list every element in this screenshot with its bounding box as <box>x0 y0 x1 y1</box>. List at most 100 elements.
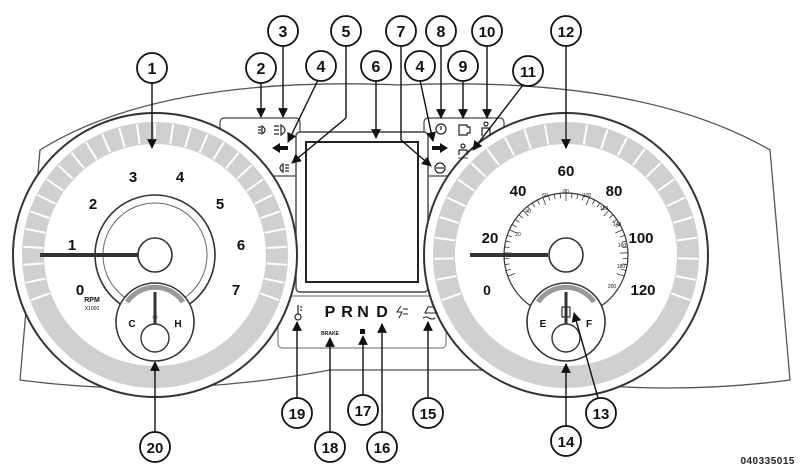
callout-3: 3 <box>267 15 299 47</box>
fuel-gauge-arc <box>535 284 597 304</box>
callout-19: 19 <box>281 397 313 429</box>
callout-leaders <box>147 45 599 432</box>
gear-r: R <box>341 304 353 321</box>
callout-9: 9 <box>447 50 479 82</box>
speed-major-0: 0 <box>483 282 491 298</box>
speed-minor-100: 100 <box>583 193 592 199</box>
tach-unit-label: RPM <box>84 297 100 304</box>
svg-text:20: 20 <box>147 440 164 457</box>
speed-minor-tick-24 <box>585 197 590 206</box>
speed-major-80: 80 <box>606 183 623 200</box>
speed-tick-13 <box>582 124 589 145</box>
svg-text:4: 4 <box>317 59 326 76</box>
svg-text:14: 14 <box>558 434 575 451</box>
speed-minor-tick-30 <box>612 219 618 223</box>
speed-minor-tick-5 <box>504 246 510 248</box>
callout-17: 17 <box>347 394 379 426</box>
callout-6: 6 <box>360 50 392 82</box>
speed-tick-0 <box>441 292 462 302</box>
svg-text:3: 3 <box>279 24 288 41</box>
fuel-gauge-hub <box>551 323 581 353</box>
speed-minor-tick-0 <box>507 273 516 277</box>
tach-label-0: 0 <box>76 282 84 299</box>
speed-minor-60: 60 <box>542 193 548 199</box>
fuel-pump-icon <box>561 306 571 318</box>
tach-tick-0 <box>30 292 51 302</box>
speed-tick-1 <box>436 275 457 281</box>
callout-10: 10 <box>471 15 503 47</box>
speed-tick-17 <box>645 162 662 178</box>
brake-label: BRAKE <box>321 331 339 337</box>
svg-text:4: 4 <box>416 59 425 76</box>
tach-tick-1 <box>25 277 46 284</box>
leader-11 <box>472 84 524 151</box>
svg-text:1: 1 <box>148 61 157 78</box>
rear-fog-light-icon <box>279 162 289 174</box>
speed-minor-tick-17 <box>548 195 551 201</box>
speed-minor-tick-9 <box>511 224 517 228</box>
callout-bubbles: 1 2 3 4 5 6 7 4 8 9 10 11 12 13 14 15 16… <box>136 15 617 463</box>
callout-8: 8 <box>425 15 457 47</box>
fuel-full-label: F <box>586 319 592 330</box>
speed-minor-tick-27 <box>601 206 605 211</box>
callout-4b: 4 <box>404 50 436 82</box>
speed-minor-tick-8 <box>509 229 517 234</box>
tach-tick-28 <box>259 292 280 302</box>
speed-minor-tick-2 <box>504 263 510 266</box>
speed-tick-5 <box>446 196 466 208</box>
fuel-empty-label: E <box>540 319 547 330</box>
svg-text:7: 7 <box>397 24 406 41</box>
left-turn-signal-icon <box>272 143 288 153</box>
speed-minor-tick-31 <box>615 224 621 228</box>
svg-text:18: 18 <box>322 440 339 457</box>
speed-tick-22 <box>677 257 698 260</box>
check-engine-icon <box>458 124 471 136</box>
tach-tick-23 <box>260 210 280 219</box>
speed-minor-140: 140 <box>613 222 622 228</box>
tach-tick-16 <box>184 127 192 148</box>
temperature-gauge: C H 🌡 <box>115 282 195 362</box>
speed-minor-tick-23 <box>581 195 584 201</box>
tach-tick-13 <box>135 124 141 145</box>
speed-minor-tick-40 <box>616 273 625 277</box>
speed-tick-16 <box>632 148 646 166</box>
bottom-strip-contents: P R N D BRAKE <box>294 304 438 337</box>
right-panel-icons <box>432 121 491 174</box>
tach-label-6: 6 <box>237 237 245 254</box>
svg-text:19: 19 <box>289 406 306 423</box>
svg-text:11: 11 <box>520 64 536 81</box>
left-panel-icons <box>258 123 289 174</box>
speed-tick-4 <box>439 216 459 224</box>
leader-4b <box>419 79 436 142</box>
speed-minor-40: 40 <box>525 209 531 215</box>
tach-tick-4 <box>25 227 46 234</box>
tach-label-4: 4 <box>176 169 185 186</box>
callout-13: 13 <box>585 397 617 429</box>
speed-minor-tick-11 <box>518 214 523 219</box>
temp-high-label: H <box>174 319 181 330</box>
speed-tick-21 <box>676 236 698 242</box>
speed-minor-tick-28 <box>603 210 610 217</box>
tach-tick-5 <box>30 210 50 219</box>
speed-tick-7 <box>470 162 487 178</box>
speed-tick-3 <box>434 236 456 242</box>
tach-label-5: 5 <box>216 196 224 213</box>
tach-tick-10 <box>85 141 98 160</box>
indicator-dot-icon <box>360 329 365 334</box>
brake-warning-icon <box>435 123 447 135</box>
speed-minor-tick-38 <box>622 263 628 266</box>
svg-text:16: 16 <box>374 440 391 457</box>
tach-tick-8 <box>57 164 74 180</box>
right-turn-signal-icon <box>432 143 448 153</box>
speed-tick-24 <box>670 292 691 302</box>
leader-7b <box>400 139 432 167</box>
leader-5b <box>291 117 347 164</box>
leader-13 <box>571 312 599 399</box>
callout-16: 16 <box>366 431 398 463</box>
tach-tick-2 <box>23 262 44 266</box>
tachometer-hub <box>137 237 173 273</box>
speed-tick-11 <box>543 124 550 145</box>
tach-label-2: 2 <box>89 196 97 213</box>
speed-tick-8 <box>486 148 500 166</box>
